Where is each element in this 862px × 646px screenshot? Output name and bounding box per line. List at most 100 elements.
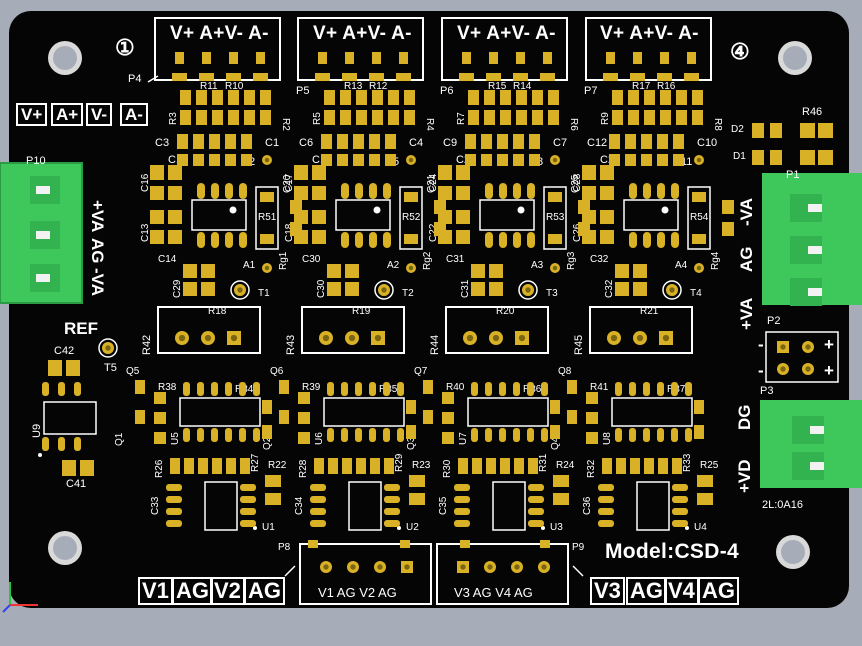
- ref-designator: U2: [406, 522, 419, 533]
- ic-pin: [341, 232, 349, 248]
- right-terminal-label-vd: +VD: [735, 459, 754, 493]
- ic-pin: [384, 484, 400, 491]
- model-label: Model:CSD-4: [605, 540, 739, 563]
- resistor-pad: [404, 90, 415, 105]
- resistor-pad: [628, 90, 639, 105]
- ref-designator: R41: [590, 382, 609, 393]
- ref-designator: R3: [168, 112, 179, 125]
- ref-designator: R25: [700, 460, 719, 471]
- legend-ag-1: AG: [172, 577, 213, 605]
- cap-pad: [327, 264, 341, 278]
- bottom-header-pin-drill: [541, 564, 547, 570]
- cap-pad: [481, 134, 492, 149]
- ref-t5: T5: [104, 362, 117, 374]
- ic-pin: [629, 183, 637, 199]
- ref-designator: C28: [572, 173, 583, 192]
- gain-tp-drill: [408, 265, 414, 271]
- cap-pad: [225, 154, 236, 166]
- header-p8-pin-label: V1 AG V2 AG: [318, 585, 397, 600]
- ref-designator: Q3: [406, 436, 417, 450]
- header-foot: [400, 540, 410, 548]
- cap-pad: [465, 134, 476, 149]
- bottom-header-pin-drill: [323, 564, 329, 570]
- ic-pin: [383, 232, 391, 248]
- bottom-header-pin-drill: [487, 564, 493, 570]
- top-header-foot: [513, 73, 528, 81]
- ic-pin: [629, 428, 636, 442]
- r-pad: [265, 475, 281, 487]
- ref-designator: C32: [590, 254, 609, 265]
- ic-pin: [166, 496, 182, 503]
- screw-contact: [36, 186, 50, 194]
- r-pad: [442, 412, 454, 424]
- top-header-foot: [486, 73, 501, 81]
- ic-pin: [527, 382, 534, 396]
- top-header-pin: [489, 52, 498, 64]
- mounting-hole-drill: [781, 540, 805, 564]
- ref-designator: Rg4: [710, 251, 721, 270]
- cap-pad: [385, 134, 396, 149]
- ic-pin: [183, 428, 190, 442]
- ref-designator: Q5: [126, 366, 140, 377]
- right-terminal-label-ag: AG: [737, 246, 756, 273]
- ref-designator: R16: [657, 81, 676, 92]
- header-foot: [460, 540, 470, 548]
- ic-pin: [643, 382, 650, 396]
- ref-designator: R10: [225, 81, 244, 92]
- cap-pad: [337, 134, 348, 149]
- ic-pin: [240, 484, 256, 491]
- ref-designator: R51: [258, 212, 277, 223]
- ref-designator: R9: [600, 112, 611, 125]
- resistor-pad: [500, 110, 511, 125]
- top-header-foot: [315, 73, 330, 81]
- ref-designator: C31: [460, 279, 471, 298]
- ref-designator: C32: [604, 279, 615, 298]
- top-header-pin: [372, 52, 381, 64]
- resistor-pad: [676, 110, 687, 125]
- r-pad: [458, 458, 468, 474]
- screw-contact: [36, 231, 50, 239]
- top-header-pin: [462, 52, 471, 64]
- ic-pin: [341, 183, 349, 199]
- ic-pin: [485, 382, 492, 396]
- r-pad: [697, 475, 713, 487]
- ic-pin: [672, 508, 688, 515]
- cap-pad: [241, 134, 252, 149]
- top-header-outline-2: [297, 17, 424, 81]
- ref-designator: C21: [426, 174, 437, 193]
- ref-designator: T2: [402, 288, 414, 299]
- pin1-dot: [541, 526, 545, 530]
- ic-pin: [384, 508, 400, 515]
- right-terminal-label-dg: DG: [735, 404, 754, 431]
- resistor-pad: [356, 110, 367, 125]
- ic-outline: [179, 397, 261, 427]
- cap-pad: [345, 264, 359, 278]
- ic-outline: [204, 481, 238, 531]
- p3-note: 2L:0A16: [762, 499, 803, 511]
- cap-pad: [465, 154, 476, 166]
- ref-designator: A4: [675, 260, 688, 271]
- test-point-drill: [237, 287, 243, 293]
- arrow: [284, 565, 296, 577]
- ref-designator: C17: [284, 173, 295, 192]
- ref-designator: R17: [632, 81, 651, 92]
- r-pad: [154, 392, 166, 404]
- ref-designator: Rg3: [566, 251, 577, 270]
- ic-pin: [355, 183, 363, 199]
- ic-pin: [643, 428, 650, 442]
- ic-pin: [58, 382, 65, 396]
- ref-label: REF: [64, 319, 98, 338]
- ref-designator: R14: [513, 81, 532, 92]
- jumper-pin-drill: [780, 366, 786, 372]
- top-header-pin: [687, 52, 696, 64]
- cap-pad: [489, 282, 503, 296]
- q-pad: [406, 425, 416, 439]
- ref-designator: C30: [302, 254, 321, 265]
- ic-pin: [671, 382, 678, 396]
- cap-pad: [529, 154, 540, 166]
- cap-pad: [327, 282, 341, 296]
- resistor-pad: [180, 110, 191, 125]
- ic-pin: [74, 437, 81, 451]
- ic-pin: [397, 382, 404, 396]
- cap-pad: [294, 165, 308, 180]
